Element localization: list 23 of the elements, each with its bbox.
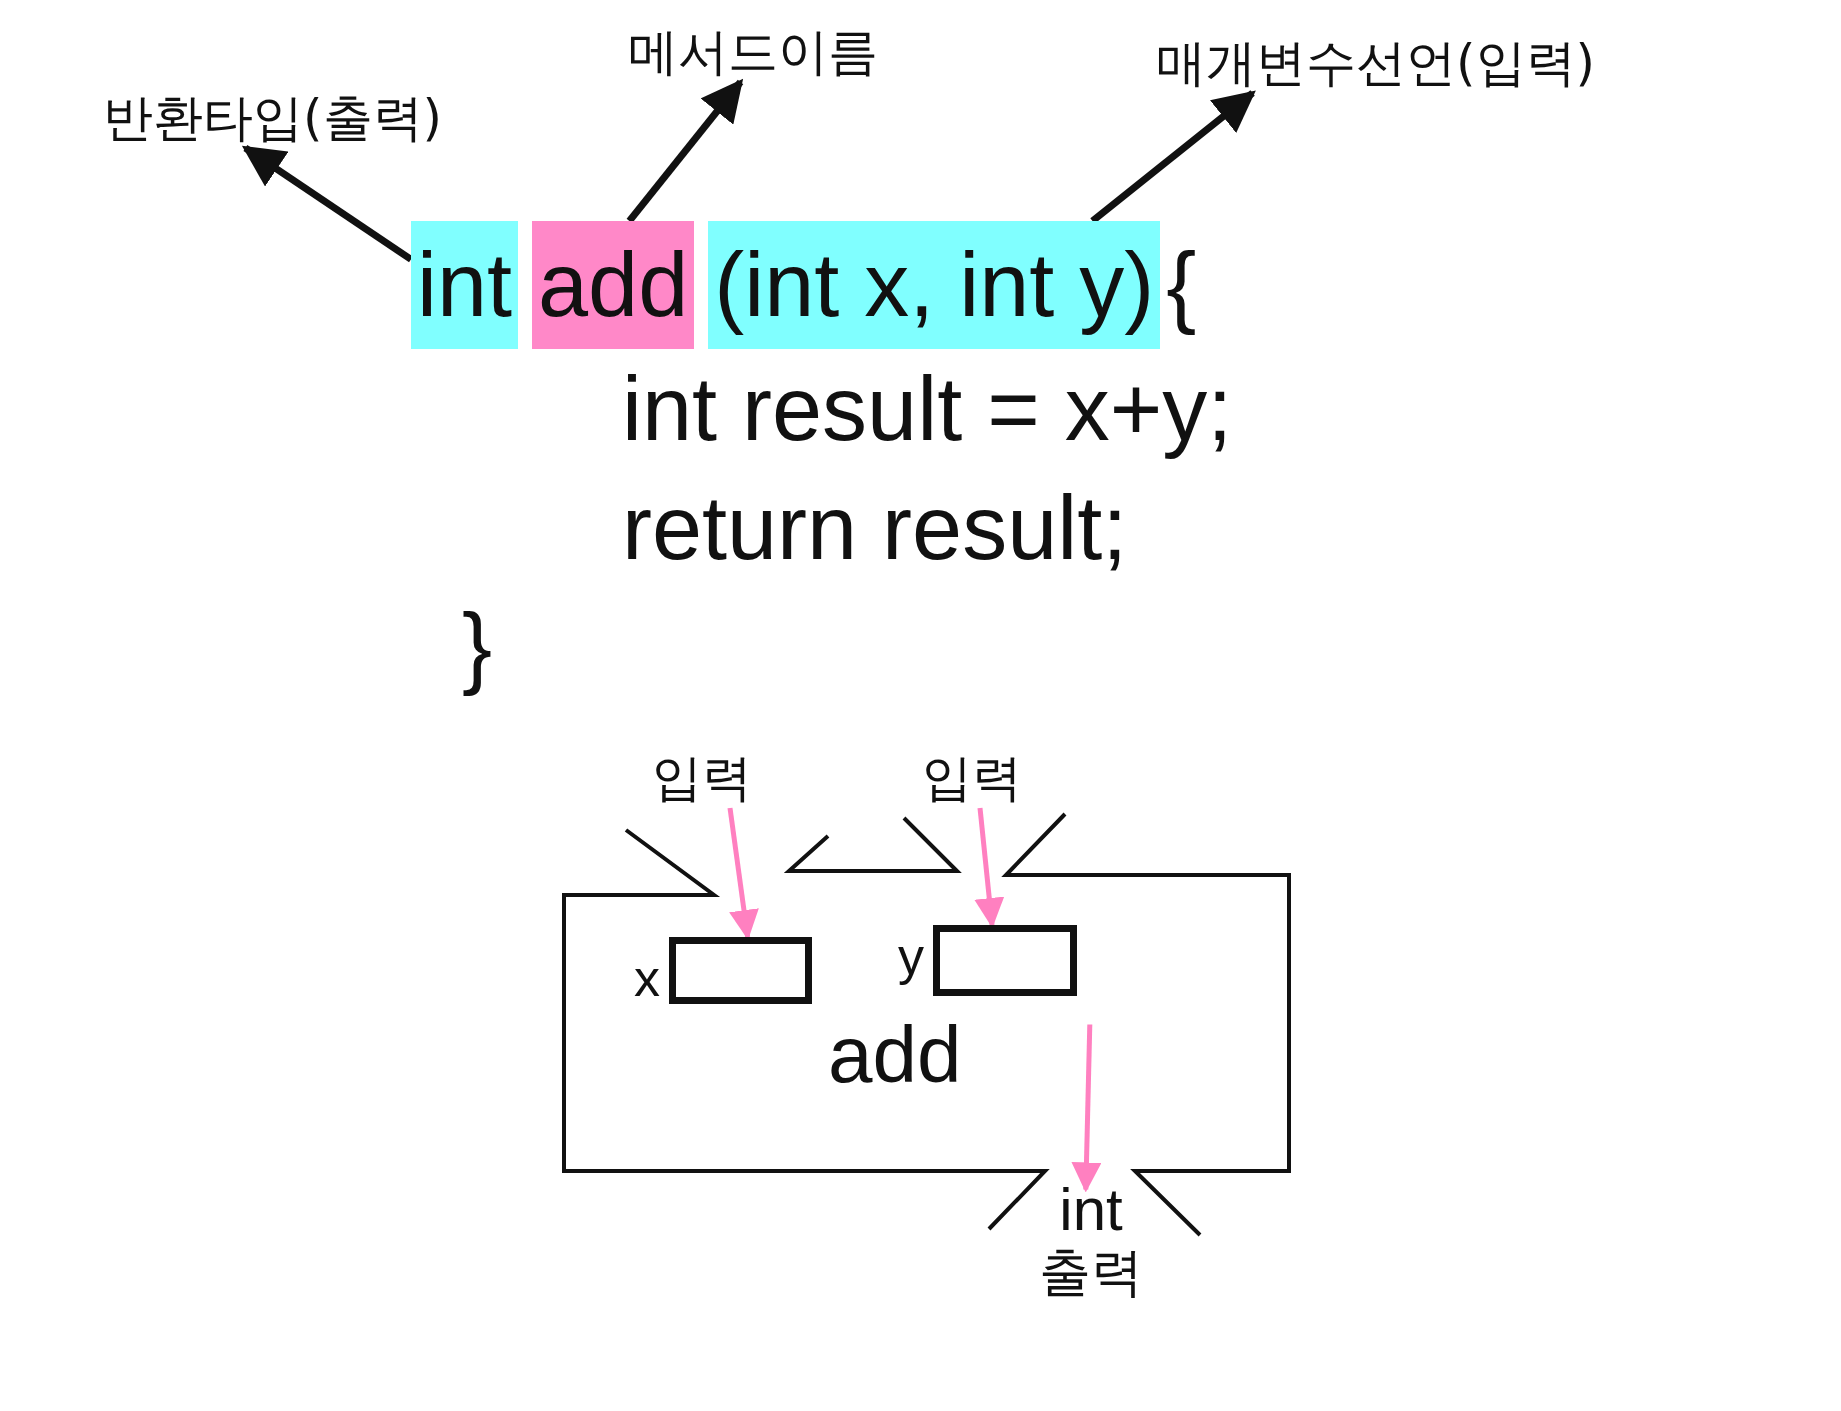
highlighted-code: (int x, int y) (708, 221, 1161, 349)
annotation-label: 반환타입(출력) (103, 88, 442, 148)
arrow (1071, 1024, 1102, 1193)
input-label: 입력 (922, 748, 1022, 808)
code-line: } (462, 595, 493, 698)
annotation-label: 메서드이름 (628, 22, 878, 82)
highlighted-code: int (411, 221, 519, 349)
arrow (727, 807, 759, 940)
code-line: return result; (622, 477, 1128, 580)
arrow (1090, 90, 1256, 224)
code-line: int result = x+y; (622, 358, 1233, 461)
arrow (241, 145, 413, 263)
output-label: 출력 (1039, 1241, 1143, 1304)
annotation-label: 매개변수선언(입력) (1156, 33, 1595, 93)
arrow (626, 78, 744, 224)
arrow (974, 807, 1005, 928)
parameter-name: x (634, 948, 660, 1008)
parameter-name: y (898, 926, 924, 986)
highlighted-code: add (532, 221, 695, 349)
method-name: add (828, 1010, 962, 1100)
output-label: int (1058, 1182, 1124, 1238)
code-line: { (1166, 234, 1197, 337)
input-label: 입력 (652, 748, 752, 808)
